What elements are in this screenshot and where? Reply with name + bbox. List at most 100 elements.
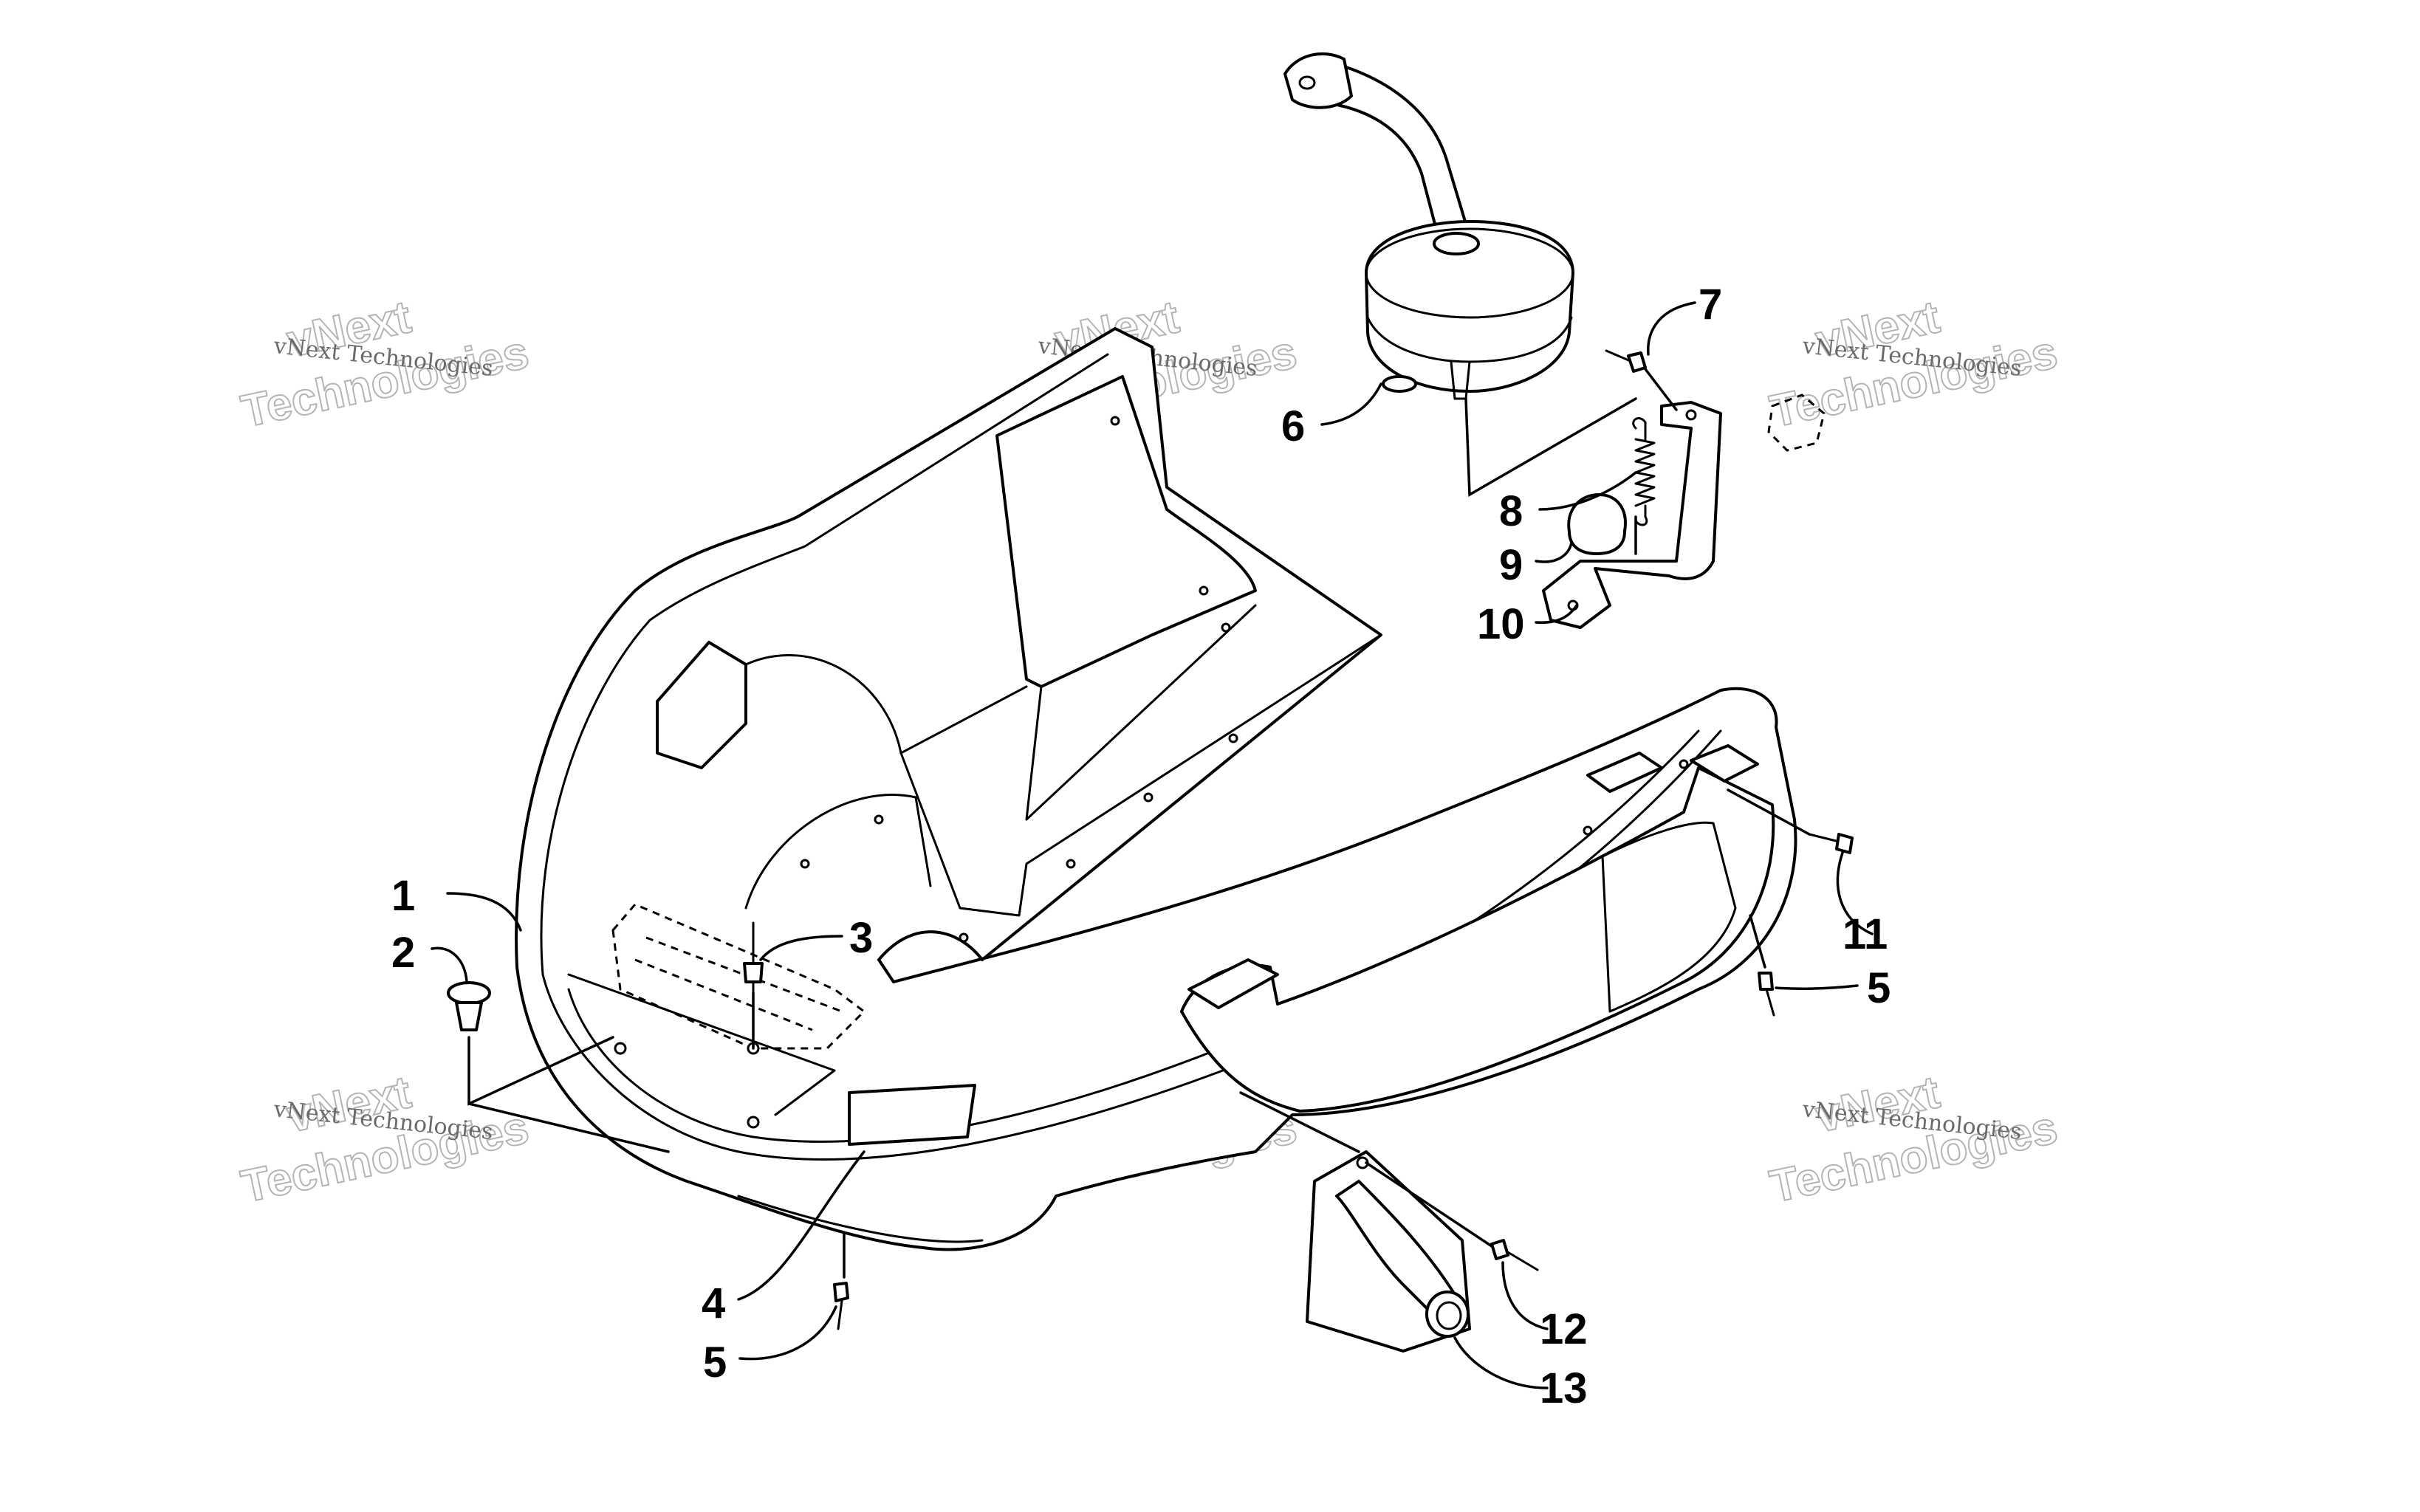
push-clip-part-2 [447, 981, 491, 1031]
mounting-hole [1110, 416, 1120, 426]
callout-labels: 1 2 3 4 5 5 6 7 8 9 10 11 12 13 [391, 281, 1891, 1412]
leader-3 [759, 935, 843, 961]
mounting-hole [874, 814, 884, 825]
bolt-ghost-outline [1767, 394, 1826, 452]
callout-8: 8 [1499, 487, 1523, 535]
callout-6: 6 [1281, 402, 1305, 450]
callout-5-right: 5 [1867, 964, 1891, 1012]
leader-9 [1535, 541, 1573, 563]
rivet-5-left-shank [837, 1299, 843, 1330]
callout-2: 2 [391, 929, 415, 977]
bracket [1542, 401, 1722, 629]
screw-11-shank [1808, 833, 1840, 843]
spring-coil [1634, 438, 1656, 507]
callout-7: 7 [1699, 281, 1722, 329]
leader-12 [1501, 1261, 1549, 1330]
belly-pan-skid-plate-inner [634, 936, 843, 1031]
muffler-foot [1382, 375, 1417, 393]
leader-5-right [1775, 984, 1859, 990]
leader-12-dash [1365, 1161, 1493, 1248]
bracket-bolt-ghost [1767, 394, 1826, 452]
leader-7-down [1644, 368, 1678, 411]
rivet-part-5-right [1758, 972, 1775, 1017]
rivet-5-right-head [1758, 972, 1774, 991]
rivet-7-shank [1605, 349, 1634, 363]
belly-pan-tab-right [1586, 752, 1663, 793]
rivet-part-7 [1605, 349, 1647, 373]
callout-11: 11 [1843, 910, 1888, 958]
spring-hook-bottom [1634, 504, 1648, 526]
callout-3: 3 [849, 914, 873, 962]
muffler-hook [1450, 360, 1471, 400]
callout-12: 12 [1540, 1305, 1588, 1353]
leader-5-right-up [1749, 914, 1766, 969]
belly-pan-back-panel [995, 375, 1257, 688]
leader-7 [1647, 301, 1696, 356]
muffler-part [1283, 52, 1574, 400]
belly-pan-rim [540, 353, 1109, 976]
leader-6 [1320, 382, 1382, 426]
belly-pan-shell [515, 327, 1797, 1251]
leader-10 [1535, 604, 1578, 624]
callout-5-left: 5 [703, 1339, 727, 1386]
exhaust-boot-part-13 [1306, 1150, 1471, 1353]
muffler-can-top [1365, 227, 1574, 319]
callout-1: 1 [391, 872, 415, 920]
leader-lines [431, 301, 1874, 1389]
leader-2-assembly [467, 1036, 670, 1153]
bracket-hole [1685, 409, 1697, 421]
belly-pan-floor-edge [899, 604, 1257, 821]
mounting-hole [1583, 825, 1593, 836]
mounting-hole [614, 1042, 627, 1055]
mounting-hole [1221, 622, 1231, 633]
push-clip-body [455, 1001, 483, 1031]
belly-pan-part [515, 327, 1797, 1251]
mounting-hole [1228, 733, 1238, 743]
mounting-hole [959, 932, 969, 943]
mounting-hole [1679, 759, 1689, 769]
leader-11-dash [1727, 788, 1811, 836]
belly-pan-inner-arch [744, 794, 932, 910]
rivet-12-head [1490, 1239, 1509, 1260]
belly-pan-skid-plate [611, 903, 866, 1050]
callout-9: 9 [1499, 541, 1523, 589]
leader-13 [1453, 1336, 1549, 1389]
muffler-outlet [1433, 232, 1480, 255]
leader-8 [1538, 471, 1637, 511]
mounting-hole [1066, 859, 1076, 869]
belly-pan-tunnel [1180, 766, 1775, 1113]
bolt-3-head [743, 962, 764, 983]
grommet [1567, 493, 1627, 555]
leader-boot-to-hull [1239, 1091, 1360, 1153]
leader-5-left [738, 1305, 837, 1361]
rivet-7-head [1627, 351, 1647, 373]
mounting-hole [800, 859, 810, 869]
exhaust-boot-outlet-inner [1436, 1301, 1462, 1330]
belly-pan-rim-front-inner [567, 729, 1700, 1143]
muffler-flange-hole [1298, 75, 1316, 90]
belly-pan-side-block [656, 641, 747, 769]
callout-10: 10 [1477, 600, 1525, 648]
bolt-part-3 [743, 921, 764, 994]
leader-11 [1836, 851, 1874, 935]
rivet-part-5-left [833, 1282, 849, 1330]
screw-part-11 [1808, 833, 1854, 854]
mounting-hole [1143, 792, 1154, 803]
rivet-part-12 [1490, 1239, 1539, 1271]
belly-pan-tunnel-panel [1601, 821, 1737, 1013]
mounting-hole [1199, 585, 1209, 596]
spring-hook-top [1632, 417, 1647, 441]
push-clip-head [447, 981, 491, 1005]
grommet-part [1567, 493, 1627, 555]
rivet-12-shank [1505, 1250, 1539, 1271]
leader-2 [431, 946, 468, 983]
belly-pan-bottom-edge [737, 1195, 984, 1243]
rivet-5-left-head [833, 1282, 849, 1302]
callout-4: 4 [702, 1279, 725, 1327]
leader-muffler-bracket [1464, 397, 1637, 555]
mounting-hole [747, 1116, 760, 1129]
muffler-can [1365, 220, 1574, 393]
belly-pan-front-flap [567, 973, 836, 1116]
screw-11-head [1835, 833, 1854, 854]
